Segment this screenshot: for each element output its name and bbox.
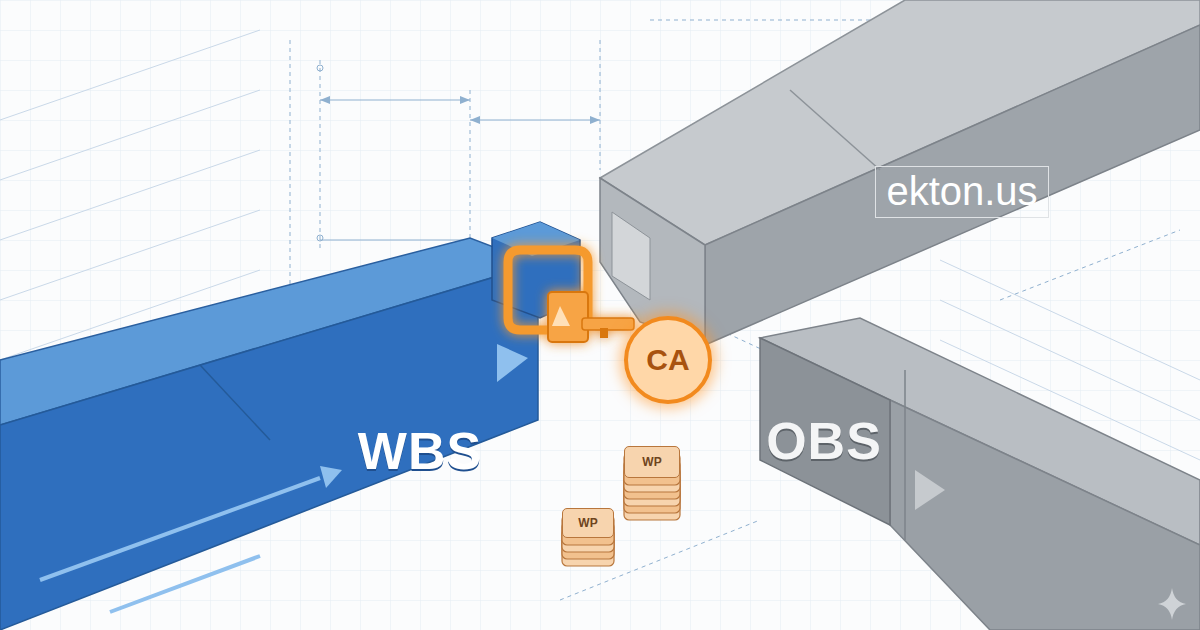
- coupling: [492, 222, 634, 342]
- grid-line: [0, 210, 260, 300]
- sparkle-mark: [1158, 588, 1186, 620]
- grid-line: [0, 30, 260, 120]
- grid-line: [940, 260, 1200, 380]
- obs-beam: [760, 318, 1200, 630]
- work-package-chip: WP: [624, 446, 680, 478]
- wbs-beam: [0, 238, 538, 630]
- wbs-label-block: WBS: [358, 423, 482, 480]
- grid-line: [0, 90, 260, 180]
- node-text: WBS: [358, 423, 482, 480]
- node-text: OBS: [766, 413, 882, 470]
- grid-line: [0, 150, 260, 240]
- dimension-ticks: [317, 65, 600, 241]
- label-text: ekton.us: [886, 169, 1037, 213]
- grey-beam: [600, 0, 1200, 345]
- work-package-chip: WP: [562, 508, 614, 538]
- watermark: ekton.us: [875, 166, 1048, 218]
- node-text: WP: [642, 456, 661, 468]
- node-text: WP: [578, 517, 597, 529]
- obs-label-block: OBS: [766, 413, 882, 470]
- control-account-key: CA: [624, 316, 712, 404]
- node-text: CA: [646, 345, 689, 375]
